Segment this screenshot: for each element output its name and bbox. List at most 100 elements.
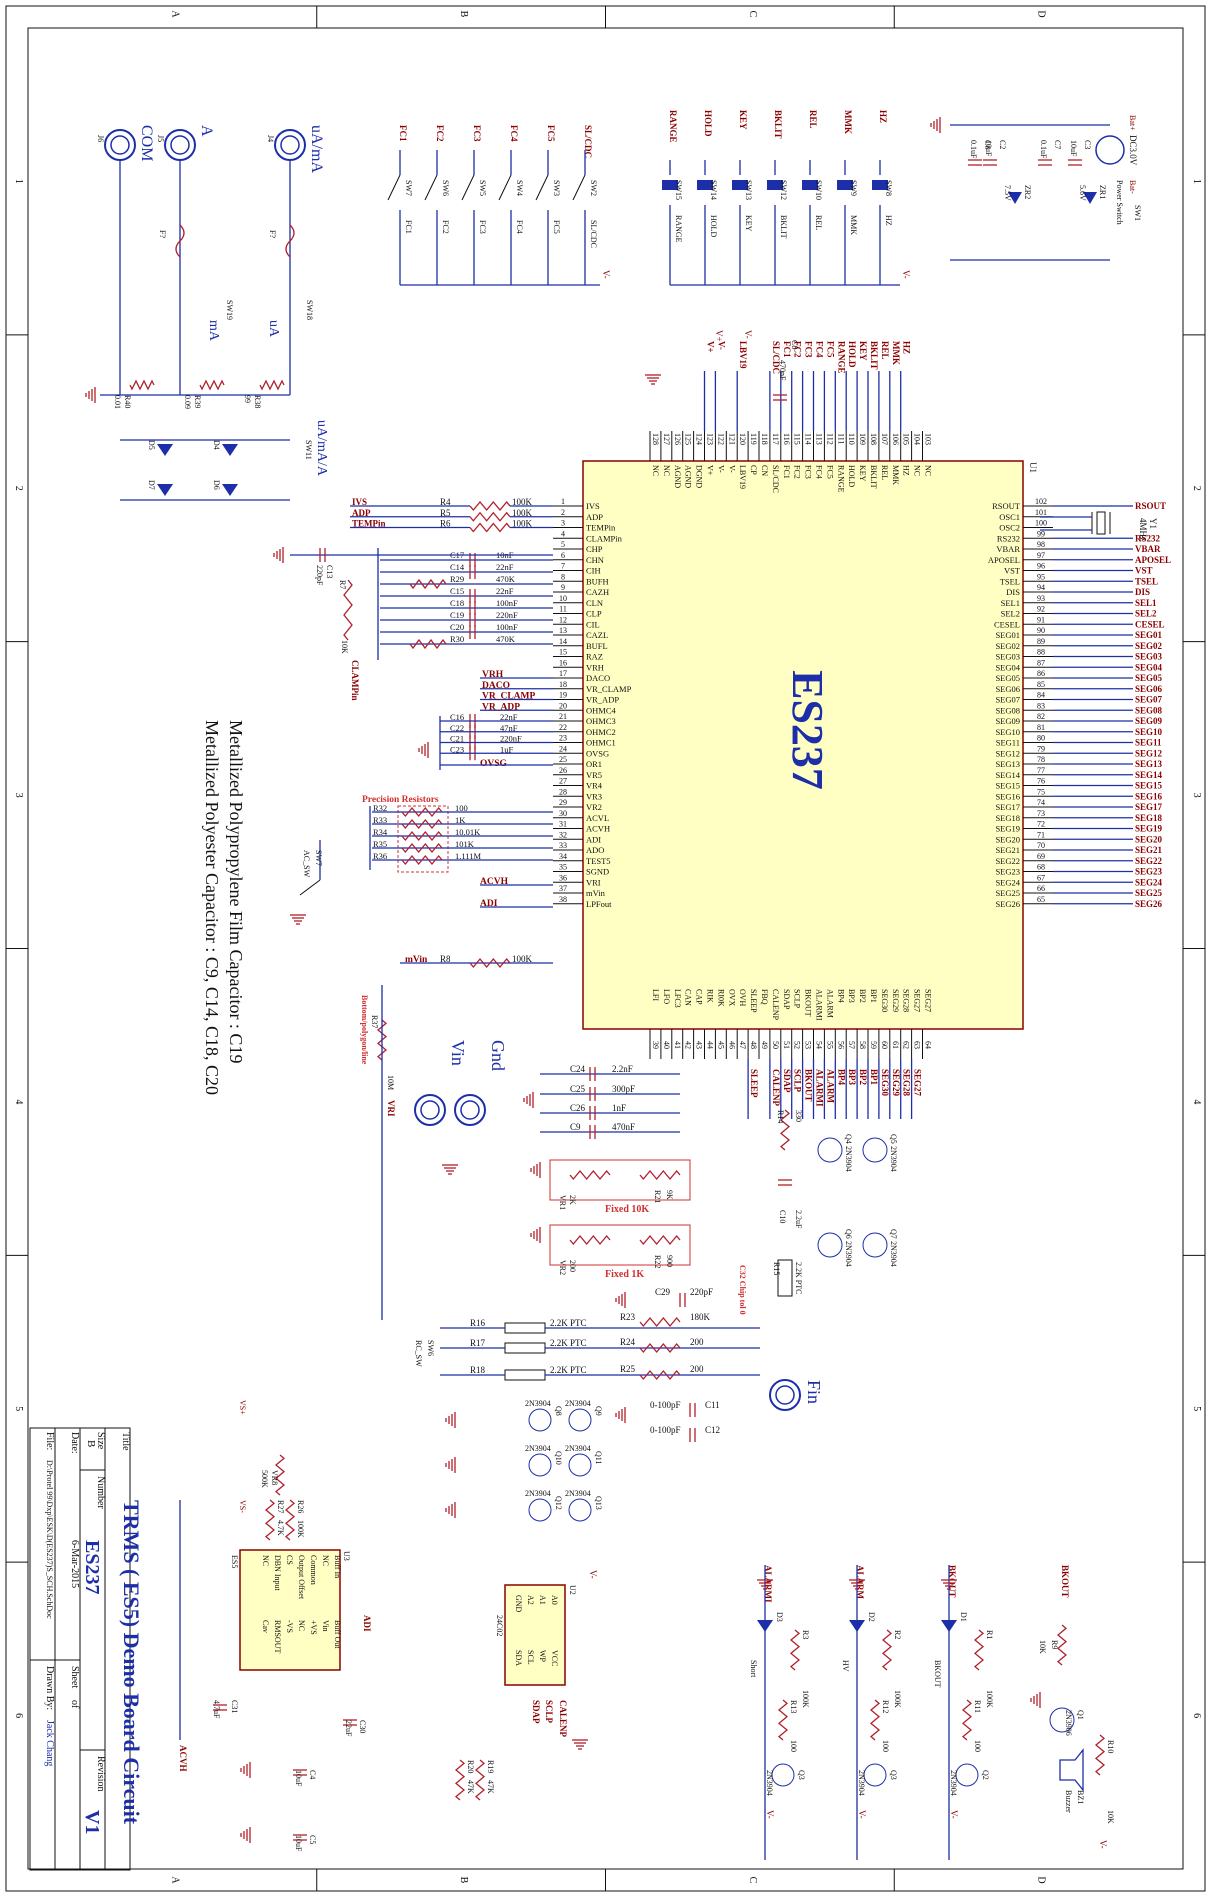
u1-bottom-pin-name: BP4 [836, 989, 845, 1003]
buzzer-vminus: V- [1098, 1840, 1108, 1849]
u1-bottom-pin-number: 59 [869, 1041, 878, 1049]
fswitch-net-label: SL/CDC [583, 125, 593, 158]
sw11-label: uA/mA/A [314, 420, 329, 477]
battery-label: DC3.0V [1128, 135, 1138, 166]
crystal-y1: Y1 4MHz [1040, 511, 1158, 541]
u1-bottom-pin-name: BP1 [869, 989, 878, 1003]
zone-row-label: C [747, 11, 758, 18]
zener-diode [1083, 192, 1097, 204]
u1-right-pin-name: SEG16 [995, 791, 1020, 801]
u1-right-pin-number: 79 [1037, 744, 1045, 753]
vr8-value: 500K [260, 1470, 269, 1488]
r15-value: 2.2K PTC [794, 1262, 803, 1294]
u1-left-pin-number: 19 [559, 691, 567, 700]
fswitch-lever [387, 174, 401, 201]
r8-ref: R8 [440, 954, 451, 964]
u1-top-pin-number: 121 [727, 433, 736, 445]
r21-value: 9K [665, 1190, 674, 1200]
u1-bottom-pin-name: OVH [738, 989, 747, 1007]
r37-value: 10M [386, 1075, 395, 1090]
transistor-type: 2N3904 [844, 1241, 853, 1267]
vminus-label: V- [743, 330, 753, 339]
u1-left-pin-name: ADP [586, 512, 603, 522]
u3-ref: U3 [342, 1551, 351, 1561]
u1-right-pin-number: 81 [1037, 723, 1045, 732]
u1-bottom-pin-name: RIK [706, 989, 715, 1003]
fswitch-net-label: FC4 [509, 125, 519, 142]
r25 [639, 1369, 681, 1381]
u1-bottom-net-label: BP2 [858, 1069, 868, 1086]
u1-bottom-pin-name: SEG30 [880, 989, 889, 1012]
u1-top-pin-name: HOLD [847, 465, 856, 487]
pbutton-ref: SW10 [814, 180, 823, 200]
trim-cap [689, 1403, 696, 1417]
led-driver-ref: Q3 [797, 1770, 806, 1780]
u1-right-net-label: VBAR [1135, 544, 1161, 554]
u1-left-pin-number: 13 [559, 626, 567, 635]
clamp-resistor [343, 579, 353, 641]
zone-col-label: 1 [1191, 179, 1202, 184]
u1-right-net-label: SEG06 [1135, 684, 1163, 694]
u1-left-pin-name: CIH [586, 566, 601, 576]
u1-left-pin-number: 5 [561, 540, 565, 549]
probe-jack-label: Vin [448, 1040, 468, 1066]
jack-label: COM [138, 125, 155, 161]
precision-resistor [401, 854, 443, 866]
u1-right-net-label: SEG04 [1135, 662, 1163, 672]
u2-sdap: SDAP [531, 1700, 541, 1724]
u1-top-pin-number: 106 [891, 433, 900, 445]
filter-ref: C15 [450, 586, 464, 596]
u1-left-pin-name: CHN [586, 555, 604, 565]
u1-top-pin-name: HZ [902, 465, 911, 476]
fswitch-ref: SW5 [478, 180, 487, 196]
u1-right-pin-name: APOSEL [988, 555, 1020, 565]
r15-ptc [777, 1259, 793, 1297]
fin-jack-inner [775, 1385, 795, 1405]
filter-resistor [409, 578, 447, 590]
c4-ground [240, 1762, 251, 1778]
drawn-by-label: Drawn By: [44, 1666, 55, 1710]
probe-jack-outer [454, 1094, 486, 1126]
u1-right-pin-number: 93 [1037, 594, 1045, 603]
crystal-ref: Y1 [1148, 518, 1158, 529]
u1-bottom-net-label: BP1 [869, 1069, 879, 1086]
led-base-resistor [869, 1699, 881, 1741]
u1-bottom-pin-name: SEG29 [891, 989, 900, 1012]
u1-bottom-net-label: SLEEP [749, 1069, 759, 1098]
c4-ref: C4 [308, 1770, 317, 1779]
r20 [454, 1759, 466, 1801]
battery-symbol [1095, 135, 1125, 165]
precision-ref: R32 [373, 803, 387, 813]
power-switch-label: Power Switch [1115, 180, 1124, 225]
power-cap-ref: C2 [998, 140, 1007, 149]
precision-ref: R35 [373, 839, 387, 849]
power-cap-ref: C6 [983, 140, 992, 149]
u1-bottom-pin-number: 63 [913, 1041, 922, 1049]
buzzer-label: Buzzer [1064, 1790, 1073, 1813]
led-driver-type: 2N3904 [765, 1770, 774, 1796]
u1-right-pin-number: 65 [1037, 895, 1045, 904]
r9-ref: R9 [1050, 1640, 1059, 1649]
u1-right-net-label: SEG09 [1135, 716, 1163, 726]
power-ground [930, 117, 941, 133]
u1-top-pin-name: FC5 [825, 465, 834, 479]
u1-top-pin-number: 125 [684, 433, 693, 445]
pbutton-cap [662, 180, 678, 190]
precision-value: 100 [455, 803, 468, 813]
zone-col-label: 4 [13, 1099, 24, 1104]
r26-ref: R26 [296, 1500, 305, 1513]
u1-top-pin-number: 122 [716, 433, 725, 445]
input-resistor-ref: R6 [440, 519, 451, 529]
r23-ref: R23 [620, 1312, 636, 1322]
u1-right-net-label: SEL1 [1135, 598, 1157, 608]
r14-ref: R14 [776, 1110, 785, 1123]
u1-top-pin-number: 105 [902, 433, 911, 445]
led-ground [941, 1579, 957, 1590]
u1-left-pin-number: 3 [561, 519, 565, 528]
vref-net-label: DACO [482, 681, 510, 691]
title-label: Title [120, 1432, 131, 1451]
r39-value: 0.09 [183, 395, 192, 409]
u1-right-net-label: SEG18 [1135, 813, 1163, 823]
u1-right-net-label: SEG16 [1135, 791, 1163, 801]
u1-bottom-pin-number: 60 [880, 1041, 889, 1049]
